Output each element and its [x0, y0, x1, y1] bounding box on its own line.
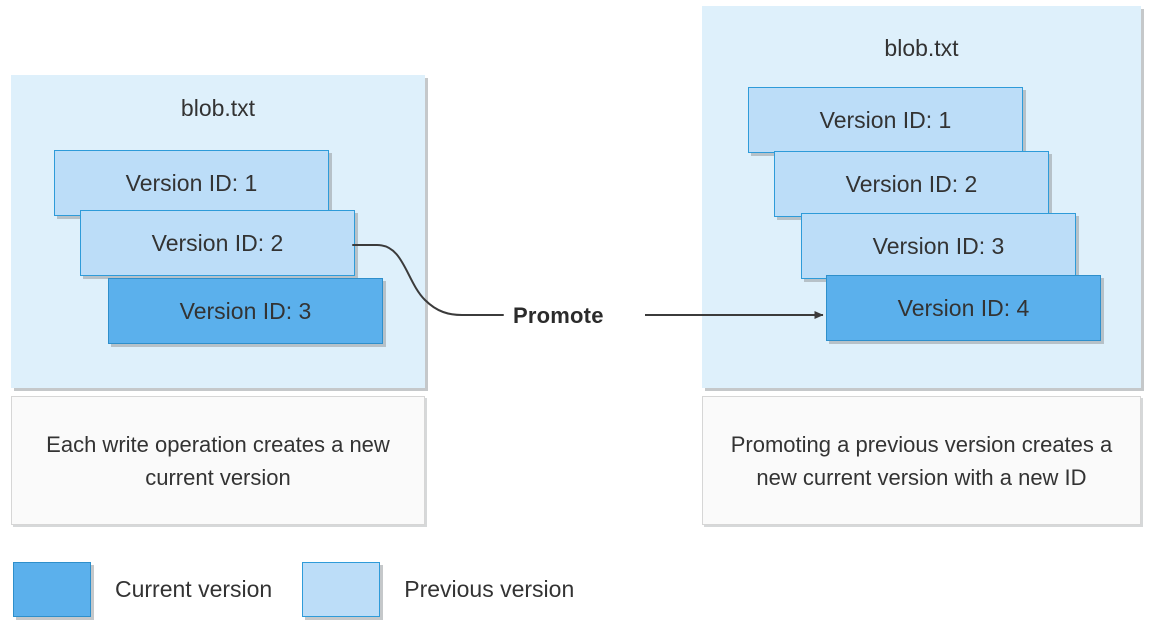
left-caption-box: Each write operation creates a new curre… — [11, 396, 425, 525]
legend: Current version Previous version — [13, 561, 574, 617]
legend-swatch-previous-icon — [302, 561, 381, 617]
right-panel-title: blob.txt — [884, 35, 959, 61]
right-version-card-4[interactable]: Version ID: 4 — [826, 275, 1101, 341]
left-version-card-3[interactable]: Version ID: 3 — [108, 278, 383, 344]
left-version-label-2: Version ID: 2 — [151, 230, 284, 256]
legend-label-previous: Previous version — [404, 576, 575, 602]
promote-label: Promote — [513, 303, 604, 328]
right-version-card-3[interactable]: Version ID: 3 — [801, 213, 1076, 279]
right-version-label-2: Version ID: 2 — [845, 171, 978, 197]
right-version-label-3: Version ID: 3 — [872, 233, 1005, 259]
right-blob-panel: blob.txt Version ID: 1 Version ID: 2 Ver… — [702, 6, 1141, 388]
legend-item-previous-version: Previous version — [302, 561, 574, 617]
left-version-label-1: Version ID: 1 — [125, 170, 258, 196]
right-version-label-1: Version ID: 1 — [819, 107, 952, 133]
left-version-card-2[interactable]: Version ID: 2 — [80, 210, 355, 276]
right-caption-text: Promoting a previous version creates a n… — [730, 431, 1113, 490]
right-version-card-1[interactable]: Version ID: 1 — [748, 87, 1023, 153]
right-caption-box: Promoting a previous version creates a n… — [702, 396, 1141, 525]
left-blob-panel: blob.txt Version ID: 1 Version ID: 2 Ver… — [11, 75, 425, 388]
right-version-label-4: Version ID: 4 — [897, 295, 1030, 321]
legend-label-current: Current version — [115, 576, 273, 602]
left-version-label-3: Version ID: 3 — [179, 298, 312, 324]
left-caption-text: Each write operation creates a new curre… — [46, 431, 390, 490]
legend-item-current-version: Current version — [13, 561, 272, 617]
legend-swatch-current-icon — [13, 561, 91, 617]
left-version-card-1[interactable]: Version ID: 1 — [54, 150, 329, 216]
right-version-card-2[interactable]: Version ID: 2 — [774, 151, 1049, 217]
left-panel-title: blob.txt — [180, 95, 256, 121]
